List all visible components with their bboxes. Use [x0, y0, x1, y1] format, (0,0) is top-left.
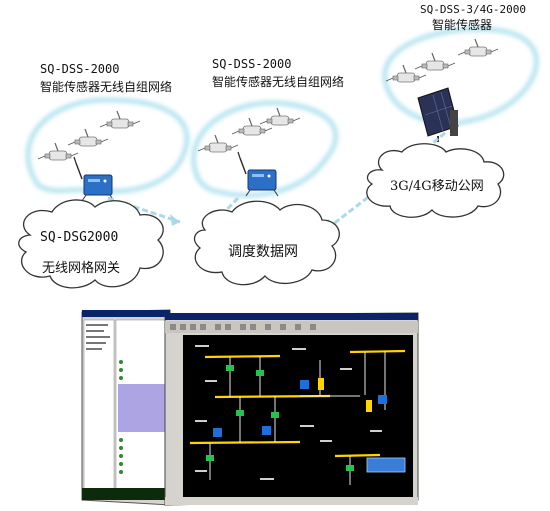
cluster-left-desc: 智能传感器无线自组网络 [40, 80, 173, 94]
solar-panel-icon [417, 87, 459, 142]
dispatch-network-text: 调度数据网 [228, 244, 298, 260]
mobile-network-text: 3G/4G移动公网 [390, 179, 484, 194]
cloud-icon [18, 199, 164, 289]
cluster-right-model: SQ-DSS-3/4G-2000 [420, 3, 526, 16]
cluster-right-desc: 智能传感器 [432, 18, 493, 32]
cluster-left-model: SQ-DSS-2000 [40, 62, 120, 76]
gateway-desc-text: 无线网格网关 [42, 261, 121, 276]
gateway-model-text: SQ-DSG2000 [40, 230, 119, 245]
cloud-icon [366, 143, 505, 218]
cluster-right-halo [382, 26, 539, 126]
cluster-mid-halo [191, 100, 339, 198]
cluster-mid-model: SQ-DSS-2000 [212, 57, 292, 71]
cloud-icon [193, 200, 340, 286]
cluster-mid-desc: 智能传感器无线自组网络 [212, 75, 345, 89]
